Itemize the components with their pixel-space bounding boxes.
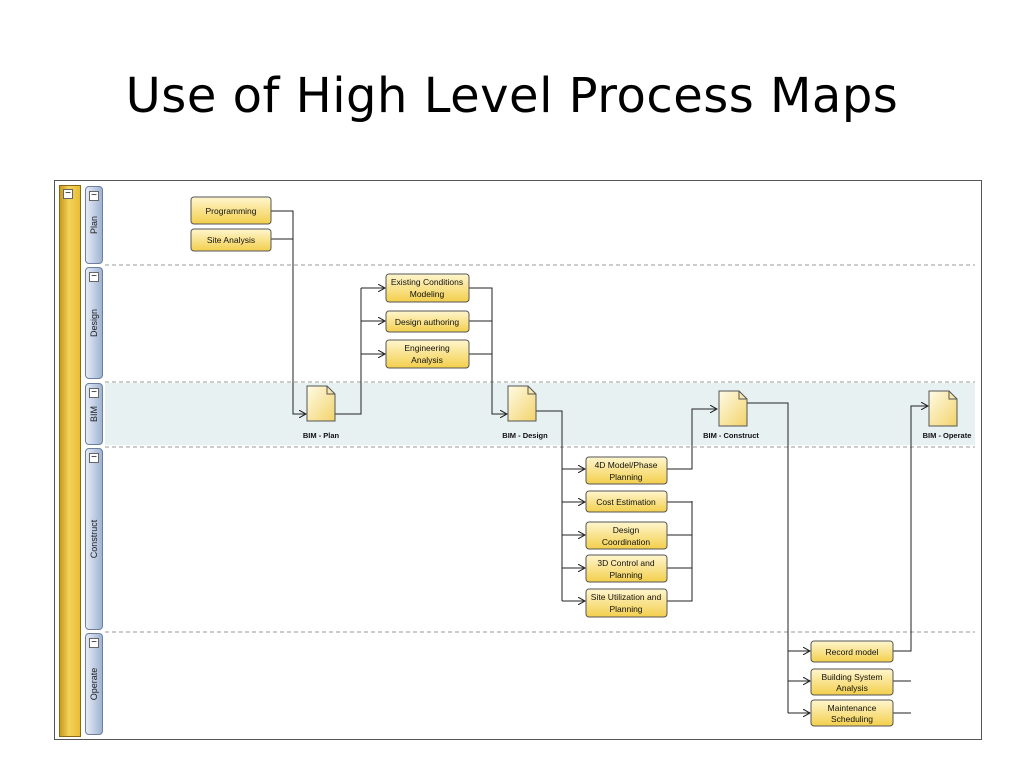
- process-record-model[interactable]: Record model: [810, 640, 894, 663]
- svg-text:Design authoring: Design authoring: [395, 317, 460, 327]
- lane-tab-construct[interactable]: − Construct: [85, 448, 103, 630]
- lane-collapse-icon[interactable]: −: [89, 191, 99, 201]
- svg-text:Design: Design: [613, 525, 640, 535]
- svg-text:Site Analysis: Site Analysis: [207, 235, 255, 245]
- svg-text:Building System: Building System: [822, 672, 883, 682]
- process-design-coordination[interactable]: Design Coordination: [585, 521, 668, 550]
- lane-collapse-icon[interactable]: −: [89, 272, 99, 282]
- document-bim-plan[interactable]: BIM - Plan: [303, 385, 340, 440]
- svg-text:Engineering: Engineering: [404, 343, 450, 353]
- svg-text:Record model: Record model: [826, 647, 879, 657]
- lane-collapse-icon[interactable]: −: [89, 388, 99, 398]
- process-site-analysis[interactable]: Site Analysis: [190, 228, 272, 252]
- svg-text:Planning: Planning: [609, 472, 642, 482]
- svg-text:Programming: Programming: [205, 206, 256, 216]
- process-design-authoring[interactable]: Design authoring: [385, 310, 470, 333]
- process-diagram: Programming Site Analysis Existing Condi…: [105, 196, 975, 727]
- lane-dividers: [105, 264, 975, 633]
- lane-tab-operate[interactable]: − Operate: [85, 633, 103, 735]
- document-bim-design-label: BIM - Design: [502, 431, 548, 440]
- svg-text:3D Control and: 3D Control and: [597, 558, 654, 568]
- svg-text:Modeling: Modeling: [410, 289, 445, 299]
- process-cost-estimation[interactable]: Cost Estimation: [585, 490, 668, 513]
- lane-collapse-icon[interactable]: −: [89, 638, 99, 648]
- svg-text:Planning: Planning: [609, 570, 642, 580]
- svg-text:Analysis: Analysis: [836, 683, 868, 693]
- process-engineering-analysis[interactable]: Engineering Analysis: [385, 339, 470, 369]
- slide-title: Use of High Level Process Maps: [125, 68, 899, 124]
- process-3d-control-planning[interactable]: 3D Control and Planning: [585, 554, 668, 583]
- svg-text:Analysis: Analysis: [411, 355, 443, 365]
- lane-tab-bim[interactable]: − BIM: [85, 383, 103, 445]
- process-maintenance-scheduling[interactable]: Maintenance Scheduling: [810, 699, 894, 727]
- svg-text:4D Model/Phase: 4D Model/Phase: [595, 460, 658, 470]
- pool-collapse-icon[interactable]: −: [63, 189, 73, 199]
- document-bim-construct[interactable]: BIM - Construct: [703, 390, 759, 440]
- process-programming[interactable]: Programming: [190, 196, 272, 225]
- svg-text:Coordination: Coordination: [602, 537, 650, 547]
- pool-bar: −: [59, 185, 81, 737]
- process-4d-model-phase-planning[interactable]: 4D Model/Phase Planning: [585, 456, 668, 485]
- process-map-frame: − − Plan − Design − BIM − Construct − Op…: [54, 180, 982, 740]
- lane-tab-plan[interactable]: − Plan: [85, 186, 103, 264]
- svg-text:Site Utilization and: Site Utilization and: [591, 592, 662, 602]
- document-bim-operate[interactable]: BIM - Operate: [923, 390, 972, 440]
- svg-text:Maintenance: Maintenance: [828, 703, 877, 713]
- svg-text:Cost Estimation: Cost Estimation: [596, 497, 656, 507]
- lane-collapse-icon[interactable]: −: [89, 453, 99, 463]
- svg-text:Planning: Planning: [609, 604, 642, 614]
- document-bim-construct-label: BIM - Construct: [703, 431, 759, 440]
- process-building-system-analysis[interactable]: Building System Analysis: [810, 668, 894, 696]
- svg-text:Scheduling: Scheduling: [831, 714, 873, 724]
- process-existing-conditions-modeling[interactable]: Existing Conditions Modeling: [385, 273, 470, 303]
- lane-tab-design[interactable]: − Design: [85, 267, 103, 379]
- process-site-utilization-planning[interactable]: Site Utilization and Planning: [585, 588, 668, 618]
- svg-text:Existing Conditions: Existing Conditions: [391, 277, 463, 287]
- bim-lane-band: [105, 383, 975, 445]
- document-bim-plan-label: BIM - Plan: [303, 431, 340, 440]
- connectors: [271, 210, 928, 713]
- document-bim-operate-label: BIM - Operate: [923, 431, 972, 440]
- document-bim-design[interactable]: BIM - Design: [502, 385, 548, 440]
